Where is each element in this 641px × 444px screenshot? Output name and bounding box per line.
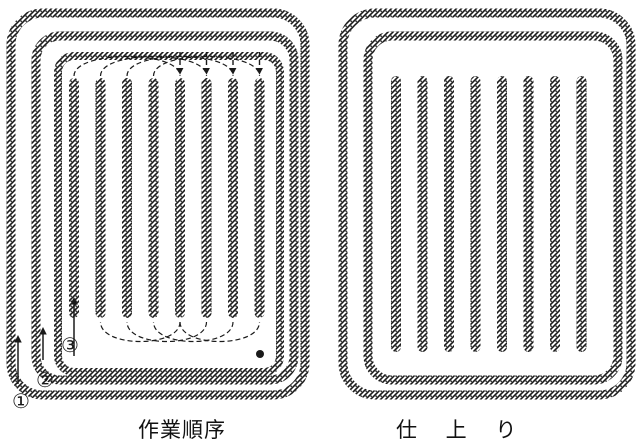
turn-path	[99, 321, 181, 343]
turn-path	[99, 56, 208, 77]
end-dot	[256, 350, 264, 358]
caption-work-order: 作業順序	[138, 418, 226, 442]
turn-paths	[73, 52, 263, 343]
crop-row	[148, 78, 159, 318]
crop-row	[444, 76, 454, 352]
marker-3: ③	[61, 333, 79, 357]
crop-rows-left	[69, 78, 265, 318]
crop-row	[175, 78, 185, 318]
outer-round-2	[31, 31, 299, 385]
crop-row	[550, 76, 560, 352]
crop-row	[95, 78, 106, 318]
start-arrows	[14, 297, 78, 384]
crop-row	[417, 76, 428, 352]
crop-row	[576, 76, 587, 352]
crop-row	[122, 78, 132, 318]
crop-row	[470, 76, 481, 352]
right-panel-finished	[338, 8, 636, 400]
turn-path	[126, 321, 208, 343]
outer-round-3	[54, 52, 284, 376]
outer-round-1	[6, 8, 310, 400]
finished-round-1	[338, 8, 636, 400]
left-panel-work-order	[6, 8, 310, 400]
marker-1: ①	[12, 389, 30, 413]
crop-row	[228, 78, 238, 318]
crop-rows-right	[391, 76, 587, 352]
caption-finished: 仕 上 り	[396, 418, 528, 442]
turn-path	[152, 321, 234, 343]
finished-round-2	[363, 31, 623, 385]
crop-row	[391, 76, 401, 352]
turn-path	[179, 321, 261, 343]
crop-row	[201, 78, 212, 318]
crop-row	[523, 76, 534, 352]
crop-row	[69, 78, 79, 318]
turn-path	[73, 56, 181, 77]
crop-row	[254, 78, 265, 318]
crop-row	[497, 76, 507, 352]
marker-2: ②	[36, 368, 54, 392]
